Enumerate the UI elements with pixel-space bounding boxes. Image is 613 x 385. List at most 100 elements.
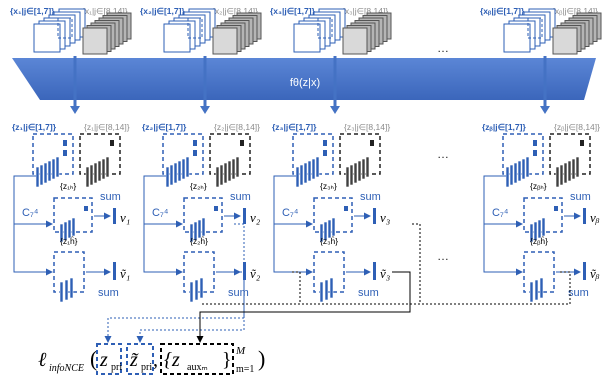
- v-label-b: vᵦ: [590, 210, 600, 225]
- input-stack-crop-b: [527, 17, 543, 39]
- zh-slab-b: [529, 217, 546, 243]
- zh-tilde-box-2: [183, 251, 215, 293]
- zh-slab-2-bar: [189, 223, 194, 243]
- x-unknown-label-1: {x₁|j∈[8,14]}: [82, 6, 128, 16]
- zh-tilde-slab-1-bar: [59, 281, 64, 303]
- z-known-slab-3: [295, 156, 320, 188]
- z-known-slab-1-bar: [43, 162, 48, 184]
- x-unknown-label-2: {x₂|j∈[8,14]}: [212, 6, 258, 16]
- z-unknown-slab-3-bar: [349, 164, 354, 186]
- columns: {x₁|j∈[1,7]} {x₁|j∈[8,14]} {z₁|j∈[1,7]} {z₁…: [10, 6, 602, 303]
- loss-sup: M: [235, 345, 246, 357]
- z-unknown-mark-b: [580, 140, 584, 146]
- ellipsis-z: …: [437, 147, 449, 161]
- combo-label-b: C₇⁴: [492, 207, 509, 219]
- zh-tilde-slab-2-bar: [199, 277, 204, 299]
- zh-label-3: {z₃ₕ}: [320, 181, 337, 191]
- zh-slab-b-bar: [529, 223, 534, 243]
- input-stack-known-3-sheet: [293, 23, 321, 53]
- input-stack-unknown-b: [552, 12, 602, 55]
- zh-tilde-slab-2: [189, 277, 204, 303]
- zh-tilde-slab-3-bar: [329, 277, 334, 299]
- z-pri-sub: pri: [111, 362, 122, 373]
- zh-slab-1: [59, 217, 76, 243]
- x-known-label-2: {x₂|j∈[1,7]}: [140, 6, 185, 16]
- z-known-mark2-b: [533, 150, 537, 156]
- z-unknown-slab-1-bar: [101, 158, 106, 180]
- z-known-slab-3-bar: [303, 162, 308, 184]
- z-unknown-slab-2-bar: [235, 156, 240, 178]
- v-label-3: v₃: [380, 210, 390, 225]
- zh-tilde-slab-b: [529, 277, 544, 303]
- aux-dashed-2: [292, 271, 301, 304]
- v-tilde-bar-1: [113, 262, 116, 280]
- z-known-slab-3-bar: [295, 166, 300, 188]
- z-known-slab-2-bar: [169, 164, 174, 186]
- z-known-label-b: {zᵦ|j∈[1,7]}: [482, 122, 526, 132]
- zh-tilde-slab-1-bar: [69, 277, 74, 299]
- svg-text:(: (: [90, 346, 97, 371]
- z-known-slab-2-bar: [181, 158, 186, 180]
- zh-tilde-label-b: {zᵦĥ}: [530, 235, 548, 246]
- zh-slab-2-bar: [193, 221, 198, 241]
- sum-bottom-3: sum: [358, 287, 379, 299]
- z-unknown-label-1: {z₁|j∈[8,14]}: [84, 122, 130, 132]
- z-known-slab-3-bar: [299, 164, 304, 186]
- ellipsis-top: …: [437, 41, 449, 55]
- z-unknown-slab-2-bar: [231, 158, 236, 180]
- z-known-mark-3: [323, 140, 327, 146]
- z-known-label-1: {z₁|j∈[1,7]}: [12, 122, 57, 132]
- zh-label-2: {z₂ₕ}: [190, 181, 207, 191]
- loss-expression: ℓ infoNCE ( z pri z̃ pri , {z auxₘ } M m…: [38, 343, 265, 375]
- sum-top-b: sum: [570, 191, 591, 203]
- z-aux: {z: [164, 349, 180, 371]
- z-known-slab-b-bar: [513, 162, 518, 184]
- z-unknown-label-b: {zᵦ|j∈[8,14]}: [554, 122, 600, 132]
- zh-tilde-slab-b-bar: [539, 277, 544, 299]
- zh-slab-b-bar: [537, 219, 542, 239]
- z-pri-tilde: z̃: [129, 349, 139, 371]
- x-known-label-1: {x₁|j∈[1,7]}: [10, 6, 55, 16]
- zh-tilde-slab-2-bar: [189, 281, 194, 303]
- zh-label-b: {zᵦₕ}: [530, 181, 547, 191]
- z-unknown-slab-1-bar: [97, 160, 102, 182]
- input-stack-unknown-1: [82, 12, 132, 55]
- z-known-slab-b-bar: [525, 156, 530, 178]
- v-tilde-label-2: ṽ₂: [250, 266, 261, 281]
- aux-dashed-b: [200, 271, 571, 305]
- zh-slab-1-bar: [71, 217, 76, 237]
- z-known-slab-3-bar: [311, 158, 316, 180]
- column-b: {xᵦ|j∈[1,7]}{xᵦ|j∈[8,14]}{zᵦ|j∈[1,7]}{zᵦ…: [480, 6, 602, 303]
- z-unknown-slab-3-bar: [361, 158, 366, 180]
- z-known-slab-1-bar: [35, 166, 40, 188]
- input-stack-unknown-3-sheet: [342, 27, 368, 55]
- v-label-2: v₂: [250, 210, 261, 225]
- z-unknown-slab-2-bar: [223, 162, 228, 184]
- z-pri-box: [96, 343, 122, 375]
- zh-slab-b-bar: [533, 221, 538, 241]
- zh-tilde-slab-1-bar: [64, 279, 69, 301]
- z-unknown-slab-b-bar: [555, 166, 560, 188]
- zh-slab-2-bar: [197, 219, 202, 239]
- zh-tilde-slab-2-bar: [194, 279, 199, 301]
- zh-mark-1: [84, 206, 88, 211]
- z-unknown-slab-1: [85, 156, 110, 188]
- z-unknown-mark-1: [110, 140, 114, 146]
- z-known-slab-2-bar: [177, 160, 182, 182]
- zh-tilde-slab-1: [59, 277, 74, 303]
- column-1: {x₁|j∈[1,7]} {x₁|j∈[8,14]} {z₁|j∈[1,7]} {z₁…: [10, 6, 132, 303]
- z-unknown-slab-2-bar: [215, 166, 220, 188]
- zh-tilde-slab-3: [319, 277, 334, 303]
- z-known-label-3: {z₃|j∈[1,7]}: [272, 122, 317, 132]
- z-known-label-2: {z₂|j∈[1,7]}: [142, 122, 187, 132]
- zh-slab-2: [189, 217, 206, 243]
- z-unknown-mark-3: [370, 140, 374, 146]
- z-unknown-slab-3-bar: [353, 162, 358, 184]
- zh-tilde-box-3: [313, 251, 345, 293]
- loss-sub: m=1: [236, 364, 254, 375]
- z-unknown-slab-b-bar: [563, 162, 568, 184]
- input-stack-unknown-1-sheet: [82, 27, 108, 55]
- zh-slab-2-bar: [201, 217, 206, 237]
- svg-text:,: ,: [153, 349, 158, 371]
- z-unknown-slab-3-bar: [357, 160, 362, 182]
